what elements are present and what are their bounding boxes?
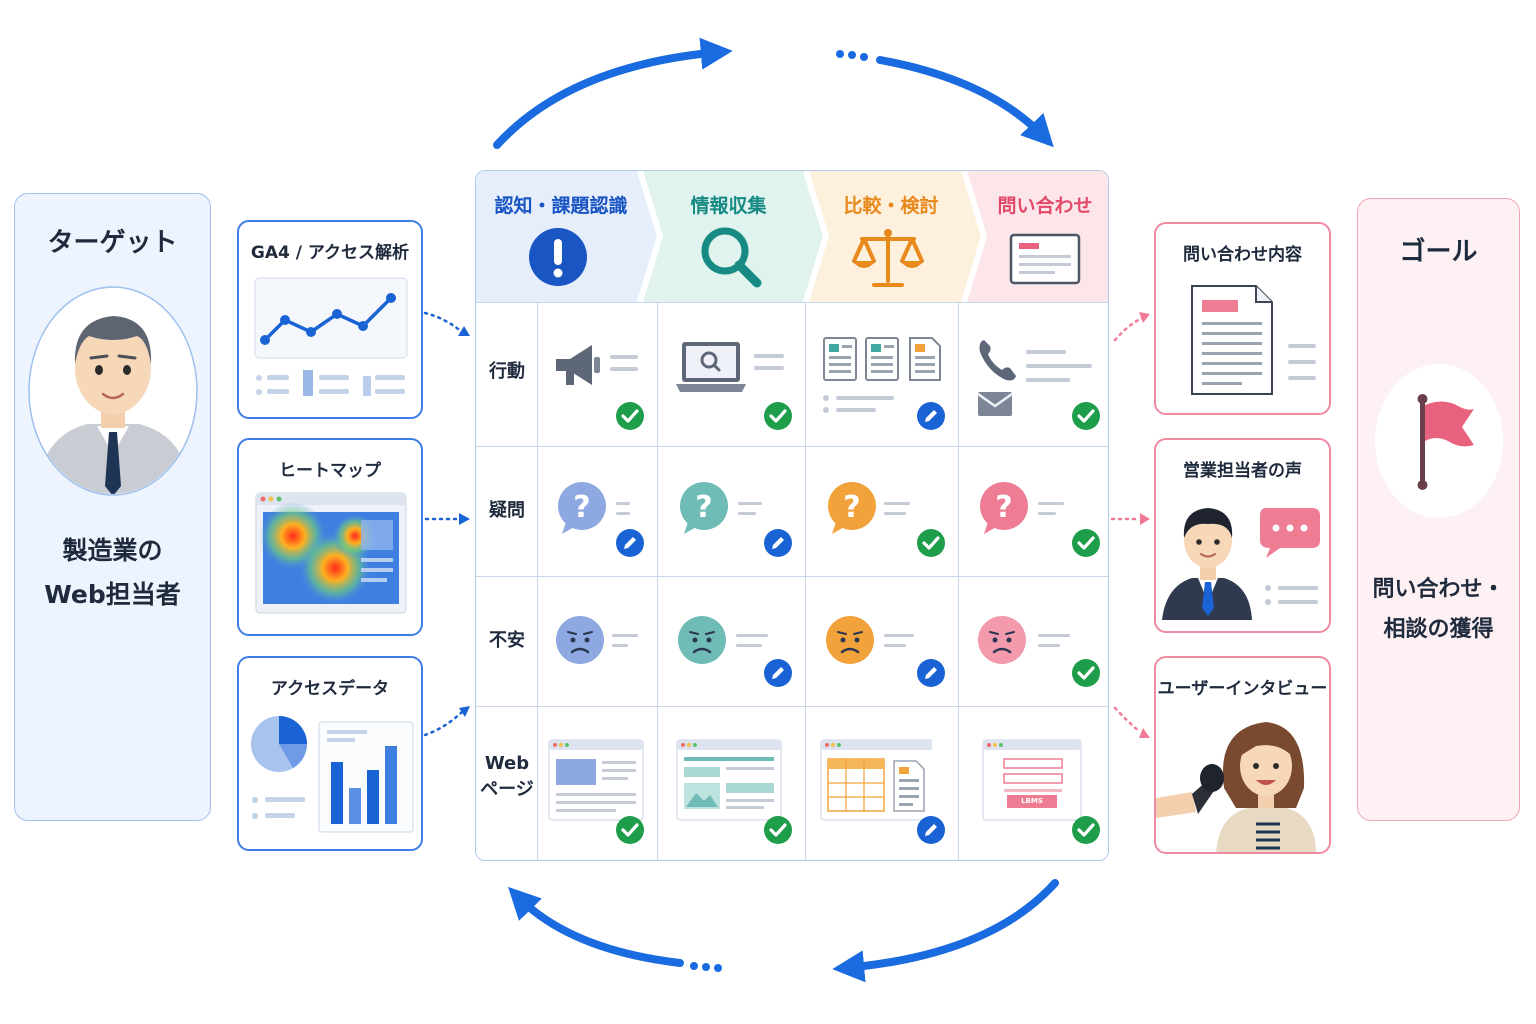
laptop-search-icon <box>676 342 784 392</box>
target-subtitle-1: 製造業の <box>62 536 163 565</box>
inquiry-document-icon <box>1191 285 1316 395</box>
row-label-question: 疑問 <box>489 500 525 521</box>
data-card-title: GA4 / アクセス解析 <box>250 243 410 263</box>
question-bubble-pink-icon: ? <box>980 482 1064 534</box>
pencil-badge-icon <box>764 529 792 557</box>
worried-face-blue-icon <box>556 616 638 664</box>
check-badge-icon <box>764 816 792 844</box>
data-card-access: アクセスデータ <box>237 656 423 851</box>
goal-panel: ゴール 問い合わせ・ 相談の獲得 <box>1357 198 1520 821</box>
row-label-anxiety: 不安 <box>489 630 525 651</box>
check-badge-icon <box>764 402 792 430</box>
data-card-title: アクセスデータ <box>270 679 390 699</box>
arrow-bottom-left <box>508 886 684 967</box>
pencil-badge-icon <box>764 659 792 687</box>
row-label-webpage-1: Web <box>484 753 530 774</box>
feedback-card-title: 問い合わせ内容 <box>1183 245 1302 265</box>
svg-text:?: ? <box>843 490 860 525</box>
feedback-card-title: 営業担当者の声 <box>1183 461 1302 481</box>
stage-label-compare: 比較・検討 <box>843 195 939 217</box>
goal-flag-icon <box>1375 364 1503 518</box>
webpage-mock-top <box>548 739 644 821</box>
stage-label-inquiry: 問い合わせ <box>997 195 1093 217</box>
goal-subtitle-2: 相談の獲得 <box>1383 617 1494 642</box>
manager-avatar <box>28 286 198 496</box>
feedback-card-interview: ユーザーインタビュー <box>1154 656 1331 854</box>
stage-label-awareness: 認知・課題認識 <box>494 195 628 217</box>
heatmap-icon <box>255 492 407 614</box>
pencil-badge-icon <box>917 659 945 687</box>
worried-face-pink-icon <box>978 616 1070 664</box>
search-icon <box>701 227 762 288</box>
data-card-ga4: GA4 / アクセス解析 <box>237 220 423 419</box>
arrow-top-dots <box>836 50 868 61</box>
webpage-mock-inquiry-form <box>982 739 1082 821</box>
arrow-top-left <box>493 37 733 149</box>
stage-label-research: 情報収集 <box>690 195 767 217</box>
worried-face-orange-icon <box>826 616 914 664</box>
stage-header <box>476 171 1108 302</box>
check-badge-icon <box>917 529 945 557</box>
question-bubble-blue-icon: ? <box>558 482 630 534</box>
pencil-badge-icon <box>917 402 945 430</box>
form-icon <box>1009 233 1081 285</box>
check-badge-icon <box>616 816 644 844</box>
arrow-top-right <box>876 56 1054 148</box>
check-badge-icon <box>1072 659 1100 687</box>
arrow-bottom-right <box>832 879 1059 983</box>
phone-mail-icon <box>977 340 1092 416</box>
target-subtitle-2: Web担当者 <box>44 580 181 609</box>
check-badge-icon <box>1072 529 1100 557</box>
webpage-mock-research <box>676 739 782 821</box>
data-card-heatmap: ヒートマップ <box>237 438 423 636</box>
feedback-card-title: ユーザーインタビュー <box>1157 679 1328 699</box>
exclamation-icon <box>529 228 587 286</box>
pencil-badge-icon <box>616 529 644 557</box>
megaphone-icon <box>556 345 638 385</box>
scale-icon <box>852 229 924 287</box>
journey-matrix: 認知・課題認識 情報収集 比較・検討 問い合わせ 行動 疑問 不安 Web <box>475 170 1109 861</box>
question-bubble-orange-icon: ? <box>828 482 910 534</box>
data-card-title: ヒートマップ <box>279 461 381 481</box>
target-title: ターゲット <box>47 228 178 258</box>
question-bubble-teal-icon: ? <box>680 482 762 534</box>
documents-compare-icon <box>823 337 941 413</box>
row-label-webpage-2: ページ <box>480 779 534 800</box>
svg-text:?: ? <box>695 490 712 525</box>
check-badge-icon <box>616 402 644 430</box>
pencil-badge-icon <box>917 816 945 844</box>
webpage-mock-compare <box>820 739 932 821</box>
svg-text:?: ? <box>995 490 1012 525</box>
svg-text:?: ? <box>573 490 590 525</box>
interviewee-icon <box>1156 722 1316 852</box>
mock-submit-button: LBMS <box>1007 795 1057 808</box>
check-badge-icon <box>1072 816 1100 844</box>
check-badge-icon <box>1072 402 1100 430</box>
salesperson-icon <box>1162 508 1320 620</box>
goal-title: ゴール <box>1399 237 1478 267</box>
feedback-card-inquiry: 問い合わせ内容 <box>1154 222 1331 415</box>
worried-face-teal-icon <box>678 616 768 664</box>
pie-bar-chart-icon <box>251 716 414 833</box>
target-panel: ターゲット 製造業の Web担当者 <box>14 193 211 821</box>
feedback-card-sales: 営業担当者の声 <box>1154 438 1331 633</box>
goal-subtitle-1: 問い合わせ・ <box>1372 577 1505 602</box>
row-label-action: 行動 <box>489 361 525 382</box>
arrow-bottom-dots <box>690 962 722 972</box>
line-chart-icon <box>254 277 408 396</box>
